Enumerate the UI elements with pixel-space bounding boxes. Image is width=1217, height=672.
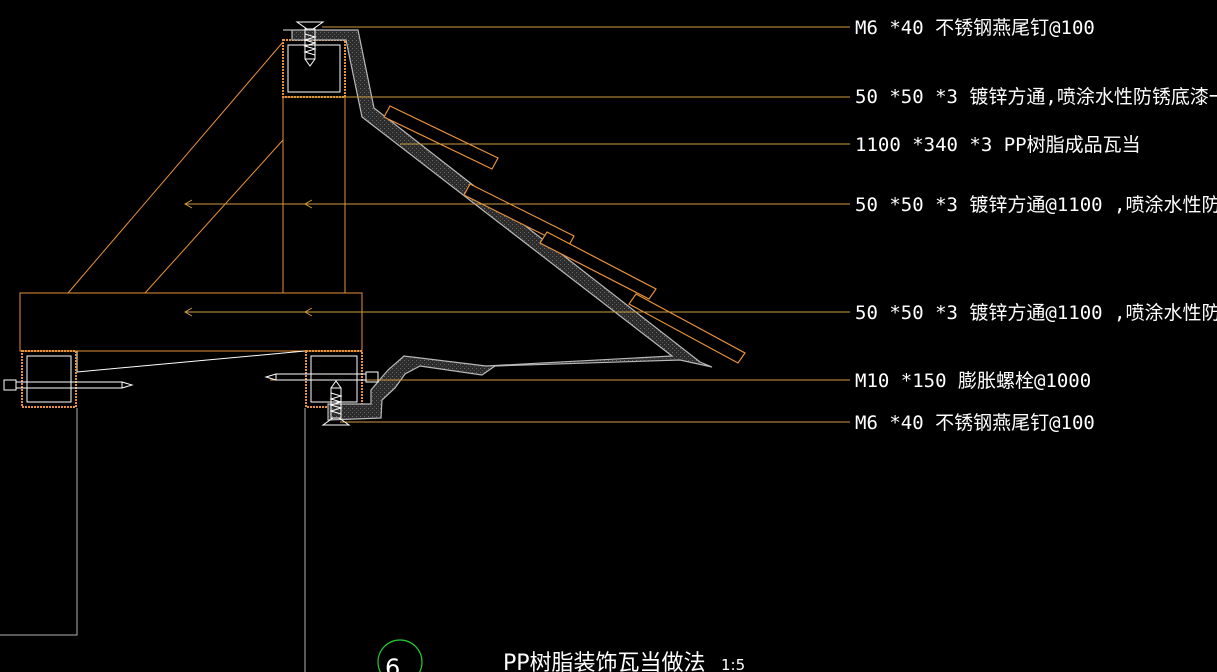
right-anchor-bolt-icon [264, 371, 379, 383]
title-block: 6 PP树脂装饰瓦当做法 1:5 [377, 639, 745, 672]
annotations: M6 *40 不锈钢燕尾钉@100 50 *50 *3 镀锌方通,喷涂水性防锈底… [855, 17, 1217, 434]
annotation-pp-tile: 1100 *340 *3 PP树脂成品瓦当 [855, 134, 1141, 156]
vertical-post [282, 96, 346, 294]
horizontal-beam [19, 292, 363, 352]
wall-outline [0, 408, 306, 672]
top-screw-icon [295, 21, 325, 67]
bottom-screw-icon [321, 380, 351, 426]
roof-tiles [383, 105, 746, 364]
left-anchor-bolt-icon [3, 379, 134, 391]
annotation-screw-top: M6 *40 不锈钢燕尾钉@100 [855, 17, 1095, 39]
annotation-tube-mid: 50 *50 *3 镀锌方通@1100 ,喷涂水性防锈底漆一遍 [855, 194, 1217, 216]
annotation-tube-top: 50 *50 *3 镀锌方通,喷涂水性防锈底漆一遍 [855, 86, 1217, 108]
drawing-scale: 1:5 [721, 656, 745, 672]
detail-number-circle [377, 639, 423, 672]
annotation-anchor-bolt: M10 *150 膨胀螺栓@1000 [855, 370, 1091, 392]
annotation-tube-beam: 50 *50 *3 镀锌方通@1100 ,喷涂水性防锈底漆一遍 [855, 302, 1217, 324]
diagonal-braces [67, 41, 284, 294]
bottom-left-tube [21, 350, 77, 408]
leader-lines [185, 26, 850, 423]
detail-number: 6 [385, 654, 400, 672]
drawing-title: PP树脂装饰瓦当做法 [503, 651, 706, 672]
pp-tile-shell [283, 29, 713, 421]
annotation-screw-bottom: M6 *40 不锈钢燕尾钉@100 [855, 412, 1095, 434]
